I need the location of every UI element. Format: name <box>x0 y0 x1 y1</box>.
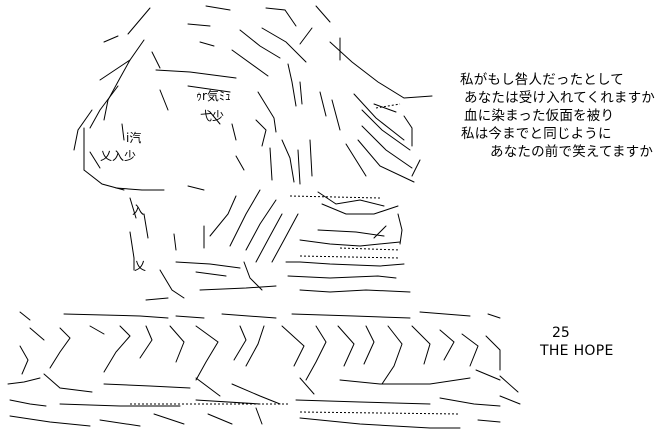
verse-line-4: 私は今までと同じように <box>461 126 612 142</box>
art-label-3: i汽 <box>126 130 141 145</box>
art-label-1: ｩr気ﾐｭ <box>196 88 231 103</box>
art-label-5: 入 <box>132 203 144 217</box>
art-label-2: 弋少 <box>200 109 224 123</box>
episode-number: 25 <box>552 325 570 341</box>
verse-line-3: 血に染まった仮面を被り <box>464 108 615 124</box>
verse-line-2: あなたは受け入れてくれますか <box>464 90 655 106</box>
art-label-6: 乂 <box>134 259 146 273</box>
art-label-4: 乂入少 <box>100 149 136 163</box>
verse-line-5: あなたの前で笑えてますか <box>490 144 654 160</box>
verse-line-1: 私がもし咎人だったとして <box>460 72 624 88</box>
episode-title: THE HOPE <box>540 343 614 359</box>
